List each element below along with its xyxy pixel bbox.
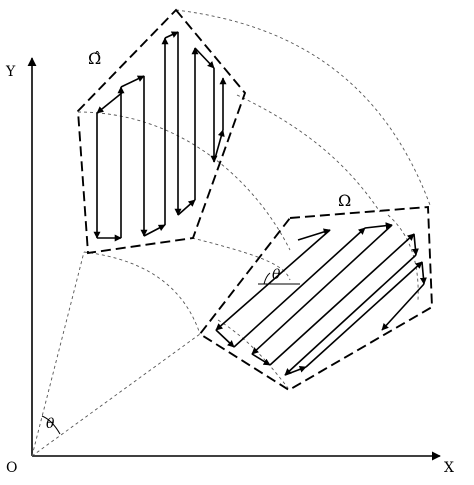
original-scan-segment <box>284 254 417 376</box>
original-scan-segment <box>305 261 423 368</box>
arc-outer <box>175 9 431 206</box>
rotation-angle-label: θ <box>46 416 55 432</box>
rotated-region: Ω̂ <box>77 8 247 255</box>
arc-inner <box>83 251 201 335</box>
y-axis-label: Y <box>5 64 16 80</box>
rotated-scan-segment <box>143 224 166 237</box>
original-scan-segment <box>364 222 393 230</box>
original-region: Ω <box>198 191 433 392</box>
original-scan-segment <box>215 329 235 348</box>
original-scan-segment <box>284 365 307 376</box>
rotation-ray-upper <box>31 251 85 457</box>
arc-middle <box>191 237 291 281</box>
origin-label: O <box>6 460 17 476</box>
coordinate-axes: X Y O <box>5 57 454 476</box>
construction-lines <box>31 9 431 457</box>
rotated-scan-segment <box>194 47 215 69</box>
original-scan-segment <box>251 353 271 366</box>
rotated-region-label: Ω̂ <box>88 49 101 68</box>
original-scan-segment <box>233 227 366 348</box>
theta-arc-origin <box>41 415 61 435</box>
original-scan-segment <box>251 224 393 355</box>
original-scan-segment <box>381 283 425 331</box>
arc-left-vertex <box>77 111 291 251</box>
original-scan-segment <box>215 229 331 331</box>
original-scan-segment <box>419 261 427 285</box>
original-scan-path <box>215 222 427 376</box>
rotated-scan-segment <box>164 31 179 39</box>
arc-upper-vertex <box>236 94 381 213</box>
rotated-region-outline <box>77 8 247 255</box>
scan-angle-label: θ <box>272 267 281 283</box>
original-scan-segment <box>269 233 415 366</box>
rotated-scan-path <box>93 31 227 242</box>
scan-angle-arc <box>263 272 271 285</box>
arc-right <box>387 214 419 301</box>
original-scan-segment <box>411 233 419 256</box>
x-axis-label: X <box>444 460 454 476</box>
original-region-outline <box>198 205 433 392</box>
original-scan-segment <box>297 228 331 241</box>
rotation-ray-lower <box>31 333 201 457</box>
rotated-scan-segment <box>96 91 124 114</box>
rotated-scan-segment <box>120 75 145 88</box>
rotated-scan-segment <box>177 199 196 216</box>
rotated-scan-segment <box>213 129 225 163</box>
original-region-label: Ω <box>338 191 351 210</box>
scan-angle-indicator: θ <box>258 267 300 285</box>
